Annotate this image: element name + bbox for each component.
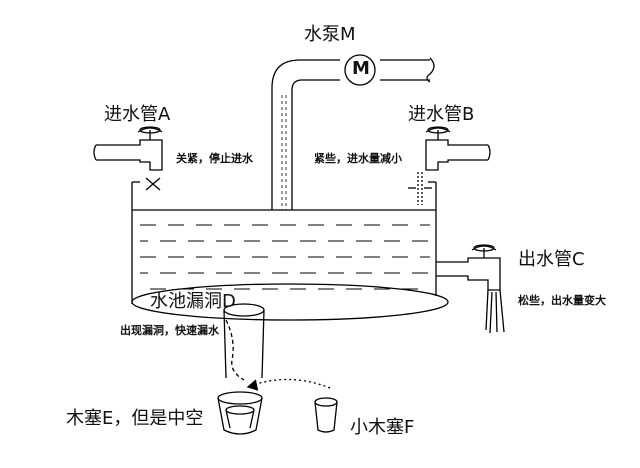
pump-m-symbol: [344, 54, 376, 86]
plug-e-hollow: [217, 391, 263, 435]
note-inlet-a: 关紧，停止进水: [176, 152, 253, 165]
label-plug-e: 木塞E，但是中空: [66, 408, 204, 429]
water-surface-dashes: [140, 224, 430, 290]
label-inlet-b: 进水管B: [408, 104, 475, 125]
leak-drain-pipe: [223, 303, 265, 381]
label-outlet-c: 出水管C: [518, 249, 585, 270]
rotate-arrow-a-icon: [137, 127, 163, 133]
pump-pipe: [271, 57, 435, 210]
rotate-arrow-b-icon: [425, 127, 451, 133]
label-leak-d: 水池漏洞D: [150, 291, 236, 312]
note-outlet-c: 松些，出水量变大: [518, 294, 606, 307]
outlet-faucet-c: [436, 244, 505, 334]
arrow-f-to-e: [246, 378, 331, 391]
label-inlet-a: 进水管A: [104, 104, 171, 125]
plug-f: [314, 397, 338, 433]
label-pump: 水泵M: [304, 24, 356, 45]
water-tank: [131, 181, 449, 321]
rotate-arrow-c-icon: [471, 245, 497, 251]
inlet-faucet-b: [408, 126, 491, 205]
label-plug-f: 小木塞F: [350, 417, 415, 438]
pump-letter: M: [352, 58, 370, 79]
note-inlet-b: 紧些，进水量减小: [314, 152, 402, 165]
note-leak-d: 出现漏洞，快速漏水: [120, 324, 219, 337]
inlet-faucet-a: [93, 126, 163, 191]
